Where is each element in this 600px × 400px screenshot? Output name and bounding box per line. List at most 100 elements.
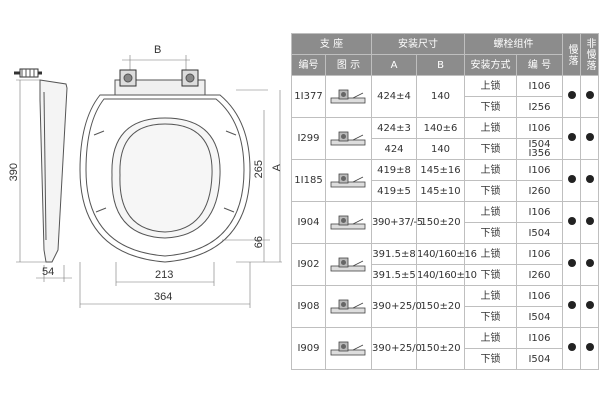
non-slow-drop-cell	[580, 327, 599, 370]
hinge-illustration-cell	[325, 117, 372, 160]
seat-code-cell: I909	[291, 327, 326, 370]
hinge-icon	[330, 173, 365, 187]
code-header: 编号	[291, 54, 326, 76]
bolt-code-cell: I504	[516, 306, 563, 328]
non-slow-drop-cell	[580, 75, 599, 118]
hinge-icon	[330, 131, 365, 145]
size-b-cell: 145±10	[416, 180, 465, 202]
slow-drop-cell	[562, 285, 581, 328]
available-dot-icon	[567, 91, 576, 99]
hinge-illustration-cell	[325, 327, 372, 370]
size-b-cell: 140/160±10	[416, 264, 477, 286]
install-method-cell: 下锁	[464, 138, 517, 160]
available-dot-icon	[585, 343, 594, 351]
bolt-code-cell: I106	[516, 159, 563, 181]
dim-a-label: A	[271, 164, 283, 172]
seat-code-cell: 1I377	[291, 75, 326, 118]
hinge-illustration-cell	[325, 159, 372, 202]
dim-54-label: 54	[42, 266, 55, 278]
bolt-code-cell: I106	[516, 201, 563, 223]
slow-drop-cell	[562, 159, 581, 202]
install-method-cell: 上锁	[464, 159, 517, 181]
bolt-code-cell: I106	[516, 117, 563, 139]
available-dot-icon	[585, 301, 594, 309]
non-slow-drop-cell	[580, 117, 599, 160]
available-dot-icon	[567, 175, 576, 183]
hinge-illustration-cell	[325, 75, 372, 118]
dim-390-label: 390	[8, 163, 20, 182]
size-a-cell: 391.5±8	[371, 243, 417, 265]
install-method-cell: 上锁	[464, 117, 517, 139]
hinge-icon	[330, 341, 365, 355]
slow-drop-cell	[562, 75, 581, 118]
size-a-cell: 424±3	[371, 117, 417, 139]
size-b-cell: 150±20	[416, 201, 465, 244]
size-a-cell: 424	[371, 138, 417, 160]
available-dot-icon	[567, 133, 576, 141]
size-a-cell: 419±5	[371, 180, 417, 202]
bolt-code-cell: I106	[516, 285, 563, 307]
seat-header: 支 座	[291, 33, 372, 55]
install-method-cell: 上锁	[464, 75, 517, 97]
hinge-icon	[330, 257, 365, 271]
size-b-cell: 145±16	[416, 159, 465, 181]
install-method-cell: 下锁	[464, 348, 517, 370]
size-b-cell: 140±6	[416, 117, 465, 139]
available-dot-icon	[585, 217, 594, 225]
size-b-cell: 140	[416, 75, 465, 118]
slow-drop-cell	[562, 117, 581, 160]
size-b-cell: 140	[416, 138, 465, 160]
dim-265-label: 265	[253, 160, 265, 179]
bolt-code-cell: I504 I356	[516, 138, 563, 160]
non-slow-drop-cell	[580, 201, 599, 244]
slow-drop-cell	[562, 243, 581, 286]
size-b-cell: 150±20	[416, 327, 465, 370]
illustration-header: 图 示	[325, 54, 372, 76]
sub-header-row: 编号 图 示 A B 安装方式 编 号	[291, 54, 599, 76]
slow-drop-cell	[562, 327, 581, 370]
non-slow-drop-cell	[580, 285, 599, 328]
size-a-cell: 390+37/-5	[371, 201, 423, 244]
install-method-cell: 上锁	[464, 201, 517, 223]
dim-66-label: 66	[253, 236, 265, 249]
install-method-cell: 上锁	[464, 285, 517, 307]
slow-drop-cell	[562, 201, 581, 244]
bolt-code-cell: I260	[516, 180, 563, 202]
b-header: B	[416, 54, 465, 76]
non-slow-drop-cell	[580, 243, 599, 286]
front-view	[79, 55, 282, 308]
toilet-seat-drawing	[14, 55, 282, 308]
dim-213-label: 213	[155, 269, 174, 281]
available-dot-icon	[567, 343, 576, 351]
install-method-cell: 上锁	[464, 327, 517, 349]
dim-364-label: 364	[154, 291, 173, 303]
size-b-cell: 150±20	[416, 285, 465, 328]
bolt-code-cell: I504	[516, 222, 563, 244]
bolt-code-cell: I504	[516, 348, 563, 370]
install-size-header: 安装尺寸	[371, 33, 465, 55]
bolt-group-header: 螺栓组件	[464, 33, 563, 55]
seat-code-cell: I902	[291, 243, 326, 286]
available-dot-icon	[585, 175, 594, 183]
spec-table: 支 座 安装尺寸 螺栓组件 慢落 非慢落 编号 图 示 A B 安装方式 编 号…	[291, 33, 599, 370]
size-a-cell: 390+25/0	[371, 327, 422, 370]
install-method-cell: 下锁	[464, 306, 517, 328]
available-dot-icon	[585, 259, 594, 267]
size-b-cell: 140/160±16	[416, 243, 477, 265]
hinge-illustration-cell	[325, 201, 372, 244]
install-method-header: 安装方式	[464, 54, 517, 76]
size-a-cell: 390+25/0	[371, 285, 422, 328]
hinge-icon	[330, 89, 365, 103]
size-a-cell: 419±8	[371, 159, 417, 181]
available-dot-icon	[567, 217, 576, 225]
